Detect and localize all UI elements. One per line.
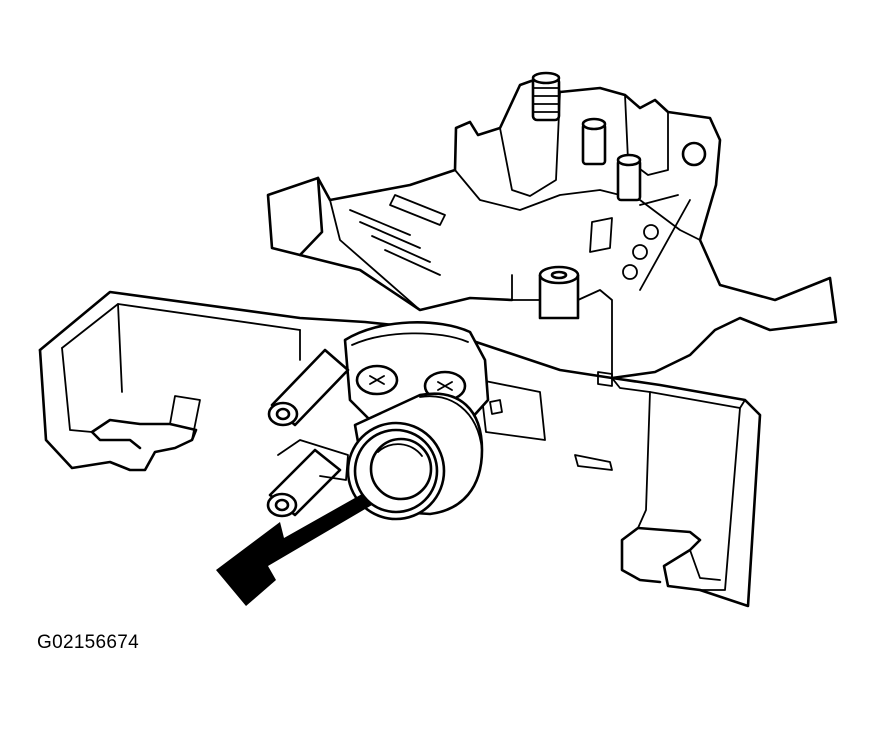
bearing — [346, 392, 484, 521]
upper-housing — [266, 71, 838, 380]
pointer-arrow — [216, 494, 372, 606]
figure-reference-code: G02156674 — [37, 632, 140, 653]
mounting-bracket — [38, 290, 762, 608]
